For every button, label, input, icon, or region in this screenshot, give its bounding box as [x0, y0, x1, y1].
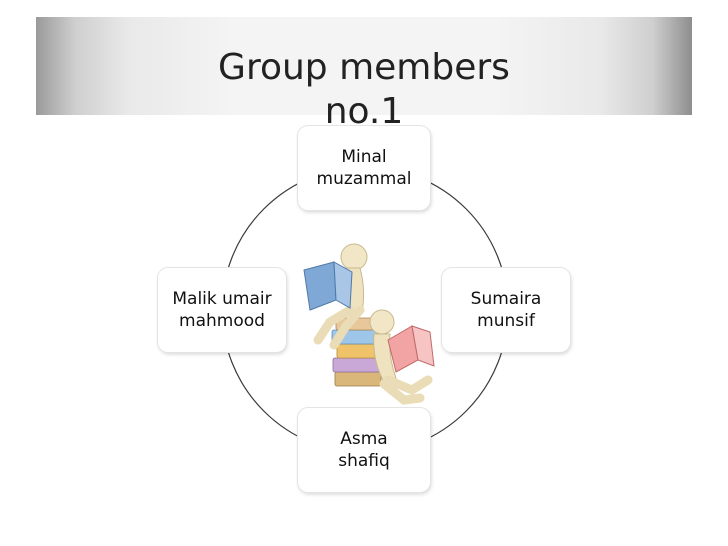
member-node-left: Malik umair mahmood: [158, 268, 286, 352]
title-band: [36, 17, 692, 115]
member-first-name: Minal: [341, 147, 387, 167]
title-line-2: no.1: [324, 91, 404, 133]
member-last-name: muzammal: [316, 169, 412, 189]
member-first-name: Malik umair: [172, 289, 272, 309]
member-last-name: shafiq: [338, 451, 390, 471]
title-line-1: Group members: [218, 47, 510, 89]
member-node-bottom: Asma shafiq: [298, 408, 430, 492]
member-first-name: Sumaira: [470, 289, 542, 309]
member-node-right: Sumaira munsif: [442, 268, 570, 352]
member-node-top: Minal muzammal: [298, 126, 430, 210]
reading-figures-illustration: [303, 243, 435, 405]
member-last-name: munsif: [477, 311, 535, 331]
member-first-name: Asma: [340, 429, 388, 449]
slide-title: Group members no.1: [36, 46, 692, 134]
member-last-name: mahmood: [179, 311, 265, 331]
